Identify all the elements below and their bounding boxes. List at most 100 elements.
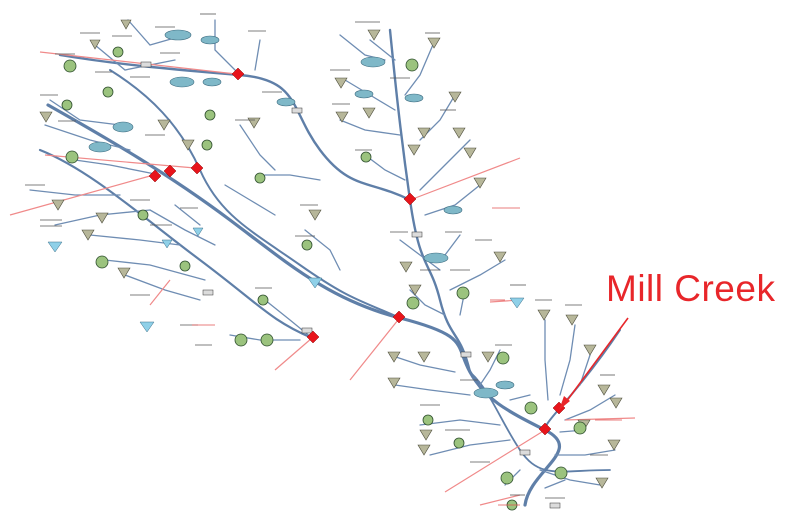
tributary [339,34,386,61]
inflow-triangle-icon [81,229,95,241]
inflow-triangle-icon [407,144,421,156]
inflow-triangle-icon [120,19,132,30]
tributary [339,119,401,136]
tributary [449,259,506,291]
return-flow-icon [161,239,173,249]
inflow-triangle-icon [334,77,348,89]
inflow-triangle-icon [419,429,433,441]
reservoir-icon [88,141,112,153]
annotation-arrow [9,175,151,216]
tributary [559,324,576,396]
inflow-triangle-icon [597,384,611,396]
tributary [404,39,436,96]
tributary [224,184,276,216]
inflow-triangle-icon [387,377,401,389]
inflow-triangle-icon [181,139,195,151]
red-label-marks [192,207,622,506]
upper-west-river [58,53,412,202]
tributary [544,479,566,489]
inflow-triangle-icon [247,117,261,129]
station-node-icon [179,260,191,272]
station-node-icon [260,333,274,347]
station-node-icon [406,296,420,310]
node-box [549,502,561,509]
tributary [444,234,461,256]
reservoir-icon [112,121,134,133]
inflow-triangle-icon [481,351,495,363]
diversion-diamond-icon [148,169,162,183]
diversion-diamonds [148,67,566,436]
station-node-icon [137,209,149,221]
diversion-diamond-icon [392,310,406,324]
tributary [399,239,441,271]
diversion-diamond-icon [538,422,552,436]
inflow-triangle-icon [452,127,466,139]
tributary [214,19,241,76]
inflow-triangle-icon [595,477,609,489]
inflow-triangle-icon [493,251,507,263]
return-flow-icons [47,227,525,333]
inflow-triangle-icon [387,351,401,363]
inflow-triangle-icon [473,177,487,189]
mill-creek-callout-arrow [559,317,629,410]
central-branch-river [109,69,401,319]
inflow-triangle-icon [417,444,431,456]
station-node-icon [63,59,77,73]
tributary [364,154,406,181]
station-node-icon [204,109,216,121]
tributary [239,124,276,171]
tributary [254,39,261,71]
return-flow-icon [509,297,525,309]
inflow-triangle-icon [427,37,441,49]
station-node-icon [201,139,213,151]
inflow-triangle-icon [448,91,462,103]
station-node-icon [65,150,79,164]
diversion-diamond-icon [190,161,204,175]
reservoir-icon [360,56,386,68]
node-box [291,107,303,114]
annotation-arrows [9,51,636,506]
reservoir-icon [495,380,515,390]
node-boxes [140,61,561,509]
tributary [479,349,501,386]
tributary [429,439,511,456]
station-node-icon [254,172,266,184]
inflow-triangle-icon [51,199,65,211]
reservoir-icon [164,29,192,41]
station-node-icon [102,86,114,98]
tributary [509,394,531,401]
inflow-triangle-icon [308,209,322,221]
tributary [29,189,121,196]
station-node-icon [257,294,269,306]
inflow-triangle-icon [537,309,551,321]
reservoir-icon [276,97,296,107]
annotation-arrow [149,279,171,306]
inflow-triangle-icon [583,344,597,356]
annotation-arrow [39,51,237,75]
tributary [539,469,601,486]
diversion-diamond-icon [403,192,417,206]
station-node-icon [95,255,109,269]
inflow-triangle-icon [39,111,53,123]
tributary [424,184,481,216]
annotation-arrow [479,494,521,506]
main-stem-river [46,103,562,507]
tributary [104,259,206,281]
tributary [264,174,321,181]
station-node-icon [301,239,313,251]
inflow-triangle-icon [157,119,171,131]
tributaries [29,19,616,489]
tributary [124,274,201,301]
tributary [389,354,456,373]
inflow-triangle-icon [463,147,477,159]
inflow-triangle-icon [89,39,101,50]
station-node-icon [112,46,124,58]
inflow-triangle-icon [117,267,131,279]
annotation-arrow [274,337,313,371]
station-node-icon [500,471,514,485]
reservoir-icon [423,252,449,264]
station-node-icon [422,414,434,426]
annotation-arrow [409,157,521,201]
